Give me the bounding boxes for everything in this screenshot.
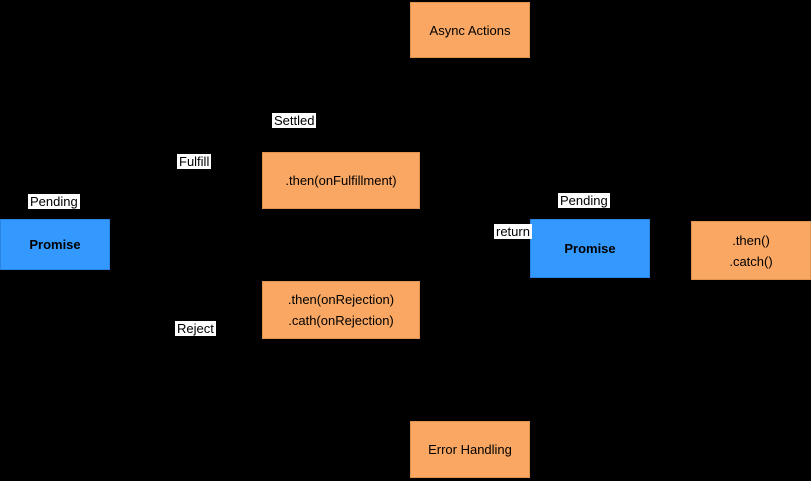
node-label: Error Handling (428, 442, 512, 457)
node-then-onfulfillment: .then(onFulfillment) (262, 152, 420, 209)
node-then-onrejection: .then(onRejection) .cath(onRejection) (262, 281, 420, 339)
edge-label-reject: Reject (175, 321, 216, 336)
node-promise-returned: Promise (530, 219, 650, 278)
node-then-catch: .then() .catch() (691, 221, 811, 280)
node-label-line1: .then() (732, 232, 770, 248)
node-label-line2: .catch() (729, 253, 773, 269)
node-error-handling: Error Handling (410, 421, 530, 478)
node-label: Promise (29, 237, 81, 252)
node-label-line2: .cath(onRejection) (288, 313, 394, 328)
node-label: .then(onFulfillment) (285, 173, 397, 188)
edge-label-settled: Settled (272, 113, 317, 128)
edge-label-pending-left: Pending (28, 194, 80, 209)
edge-label-return: return (494, 224, 532, 239)
edge-label-pending-right: Pending (558, 193, 610, 208)
node-label: Async Actions (429, 22, 511, 38)
node-async-actions: Async Actions (410, 2, 530, 58)
edge-label-fulfill: Fulfill (177, 154, 212, 169)
node-label: Promise (564, 241, 616, 256)
node-promise-initial: Promise (0, 219, 110, 270)
node-label-line1: .then(onRejection) (287, 292, 395, 307)
